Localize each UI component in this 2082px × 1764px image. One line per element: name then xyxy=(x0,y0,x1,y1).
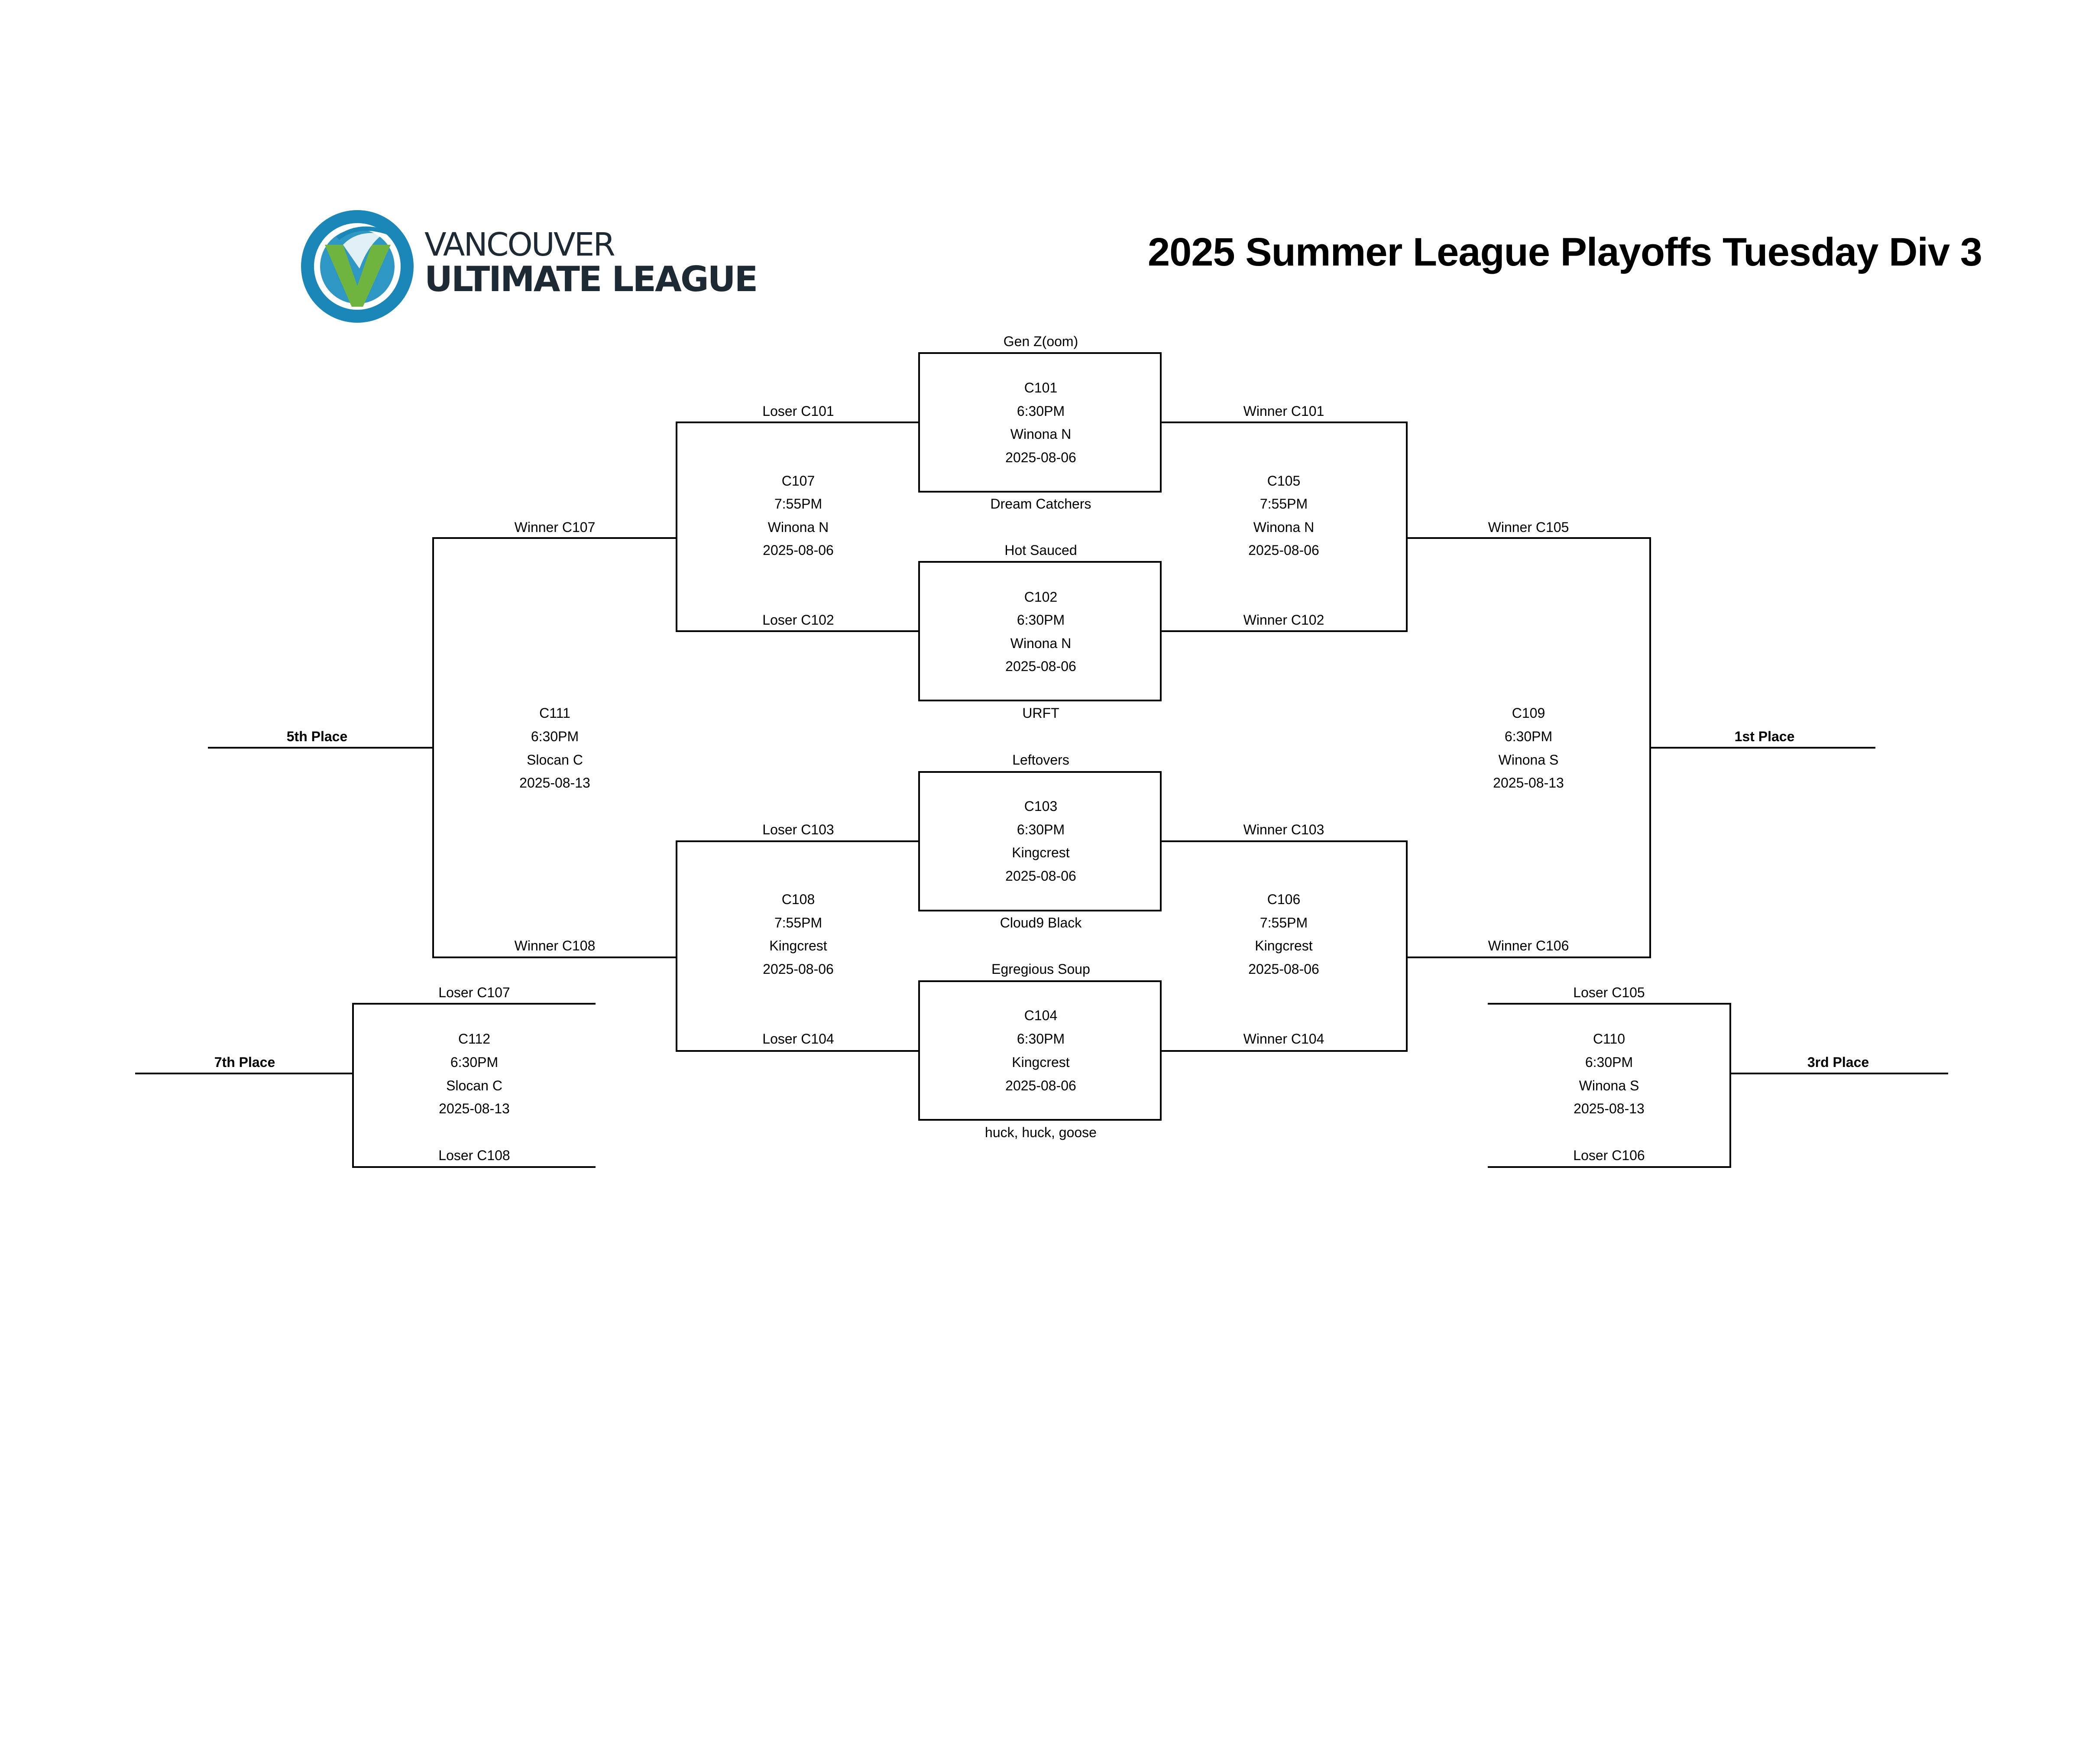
game-time: 7:55PM xyxy=(774,915,822,931)
team-label: Gen Z(oom) xyxy=(1003,334,1078,349)
team-label: Hot Sauced xyxy=(1004,542,1077,558)
bracket-c110 xyxy=(1488,1003,1731,1168)
team-label: Egregious Soup xyxy=(991,961,1090,977)
game-code: C112 xyxy=(458,1031,491,1047)
slot-label: Winner C104 xyxy=(1243,1031,1324,1047)
game-time: 6:30PM xyxy=(1017,822,1065,837)
game-time: 6:30PM xyxy=(531,729,579,744)
slot-label: Loser C105 xyxy=(1573,985,1645,1000)
game-code: C101 xyxy=(1024,380,1058,396)
game-date: 2025-08-06 xyxy=(1005,450,1076,465)
game-time: 6:30PM xyxy=(1017,403,1065,419)
game-field: Winona N xyxy=(767,519,829,535)
place-label-3rd: 3rd Place xyxy=(1807,1054,1869,1070)
game-date: 2025-08-06 xyxy=(763,961,834,977)
slot-label: Winner C103 xyxy=(1243,822,1324,837)
game-code: C107 xyxy=(781,473,815,489)
game-field: Kingcrest xyxy=(1012,1054,1070,1070)
logo-line-1: VANCOUVER xyxy=(424,226,615,263)
slot-label: Winner C102 xyxy=(1243,612,1324,628)
game-time: 6:30PM xyxy=(1017,612,1065,628)
game-code: C104 xyxy=(1024,1008,1058,1023)
game-field: Winona N xyxy=(1010,426,1072,442)
game-field: Kingcrest xyxy=(1012,845,1070,860)
slot-label: Loser C104 xyxy=(762,1031,834,1047)
match-box-c101 xyxy=(918,352,1162,493)
team-label: URFT xyxy=(1022,705,1059,721)
team-label: Cloud9 Black xyxy=(1000,915,1082,931)
game-field: Kingcrest xyxy=(769,938,827,953)
game-date: 2025-08-06 xyxy=(763,542,834,558)
game-time: 6:30PM xyxy=(1585,1054,1633,1070)
game-field: Slocan C xyxy=(446,1078,502,1093)
game-field: Slocan C xyxy=(527,752,583,768)
place-label-1st: 1st Place xyxy=(1734,729,1795,744)
game-code: C105 xyxy=(1267,473,1301,489)
bracket-c106 xyxy=(1161,840,1408,1052)
logo-line-2: ULTIMATE LEAGUE xyxy=(424,259,758,299)
match-box-c102 xyxy=(918,561,1162,701)
game-field: Kingcrest xyxy=(1255,938,1313,953)
game-date: 2025-08-06 xyxy=(1005,658,1076,674)
bracket-c111 xyxy=(432,537,677,958)
place-label-7th: 7th Place xyxy=(214,1054,275,1070)
game-time: 6:30PM xyxy=(1017,1031,1065,1047)
game-code: C108 xyxy=(781,892,815,907)
game-date: 2025-08-13 xyxy=(439,1101,510,1116)
game-field: Winona N xyxy=(1010,636,1072,651)
slot-label: Loser C108 xyxy=(438,1148,510,1163)
game-date: 2025-08-13 xyxy=(1493,775,1564,791)
game-field: Winona N xyxy=(1253,519,1315,535)
slot-label: Loser C107 xyxy=(438,985,510,1000)
bracket-c107 xyxy=(676,422,919,632)
game-code: C110 xyxy=(1593,1031,1625,1047)
slot-label: Winner C101 xyxy=(1243,403,1324,419)
game-date: 2025-08-06 xyxy=(1005,868,1076,884)
slot-label: Winner C106 xyxy=(1488,938,1569,953)
slot-label: Winner C107 xyxy=(514,519,596,535)
game-code: C103 xyxy=(1024,798,1058,814)
game-code: C102 xyxy=(1024,589,1058,605)
match-box-c104 xyxy=(918,980,1162,1121)
bracket-c105 xyxy=(1161,422,1408,632)
league-logo: VANCOUVER ULTIMATE LEAGUE xyxy=(295,204,758,329)
game-code: C109 xyxy=(1512,705,1545,721)
page-title: 2025 Summer League Playoffs Tuesday Div … xyxy=(1148,230,1982,274)
slot-label: Winner C105 xyxy=(1488,519,1569,535)
place-label-5th: 5th Place xyxy=(286,729,348,744)
league-logo-icon xyxy=(301,210,414,323)
game-date: 2025-08-13 xyxy=(1574,1101,1645,1116)
bracket-c112 xyxy=(352,1003,596,1168)
game-time: 7:55PM xyxy=(774,496,822,512)
game-field: Winona S xyxy=(1498,752,1559,768)
game-date: 2025-08-13 xyxy=(519,775,590,791)
game-date: 2025-08-06 xyxy=(1005,1078,1076,1093)
slot-label: Loser C101 xyxy=(762,403,834,419)
game-time: 7:55PM xyxy=(1260,496,1308,512)
bracket-c108 xyxy=(676,840,919,1052)
team-label: Leftovers xyxy=(1012,752,1069,768)
game-time: 6:30PM xyxy=(1504,729,1553,744)
game-date: 2025-08-06 xyxy=(1248,961,1319,977)
team-label: Dream Catchers xyxy=(990,496,1091,512)
bracket-c109 xyxy=(1407,537,1651,958)
game-time: 6:30PM xyxy=(450,1054,499,1070)
game-code: C106 xyxy=(1267,892,1301,907)
slot-label: Loser C103 xyxy=(762,822,834,837)
slot-label: Loser C106 xyxy=(1573,1148,1645,1163)
match-box-c103 xyxy=(918,771,1162,911)
slot-label: Loser C102 xyxy=(762,612,834,628)
game-date: 2025-08-06 xyxy=(1248,542,1319,558)
game-field: Winona S xyxy=(1579,1078,1639,1093)
slot-label: Winner C108 xyxy=(514,938,596,953)
game-time: 7:55PM xyxy=(1260,915,1308,931)
team-label: huck, huck, goose xyxy=(985,1125,1097,1140)
game-code: C111 xyxy=(539,705,570,721)
